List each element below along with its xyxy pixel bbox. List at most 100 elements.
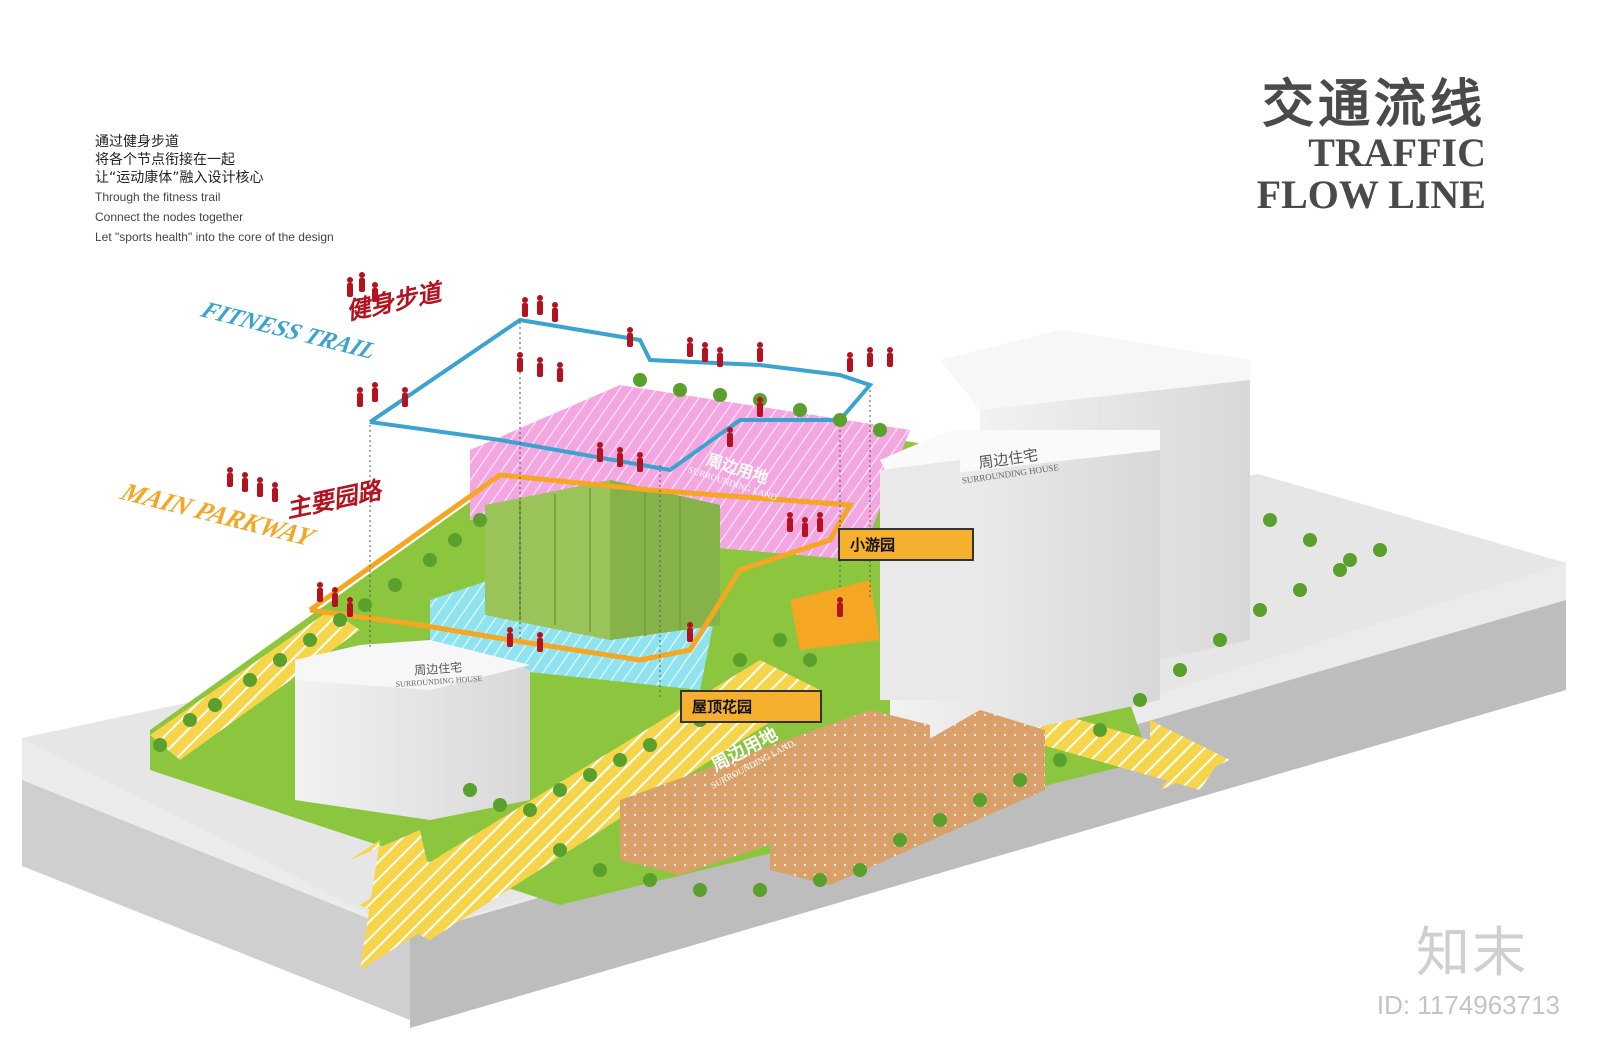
person-icon [517,352,523,372]
page-title-zh: 交通流线 [1262,62,1486,137]
page-title-en-line1: TRAFFIC [1257,132,1486,174]
person-icon [757,342,763,362]
tree-icon [753,883,767,897]
person-icon [867,347,873,367]
tree-icon [183,713,197,727]
tree-icon [553,783,567,797]
tree-icon [833,413,847,427]
person-icon [617,447,623,467]
tree-icon [1303,533,1317,547]
intro-en-2: Connect the nodes together [95,207,334,227]
tree-icon [1173,663,1187,677]
person-icon [557,362,563,382]
person-icon [257,477,263,497]
tree-icon [1253,603,1267,617]
tree-icon [153,738,167,752]
tree-icon [1093,723,1107,737]
person-icon [347,597,353,617]
tree-icon [1053,753,1067,767]
person-icon [717,347,723,367]
person-icon [837,597,843,617]
tree-icon [583,768,597,782]
person-icon [402,387,408,407]
tree-icon [613,753,627,767]
tree-icon [423,553,437,567]
person-icon [687,622,693,642]
person-icon [727,427,733,447]
person-icon [687,337,693,357]
tree-icon [333,613,347,627]
tree-icon [358,598,372,612]
tree-icon [973,793,987,807]
tree-icon [733,653,747,667]
person-icon [317,582,323,602]
tree-icon [303,633,317,647]
person-icon [817,512,823,532]
tree-icon [1343,553,1357,567]
green-tower-shade [610,480,720,640]
person-icon [702,342,708,362]
tree-icon [933,813,947,827]
tree-icon [853,863,867,877]
person-icon [537,632,543,652]
tree-icon [643,738,657,752]
person-icon [507,627,513,647]
person-icon [357,387,363,407]
tree-icon [633,373,647,387]
intro-zh-3: 让“运动康体”融入设计核心 [95,169,334,187]
tree-icon [243,673,257,687]
tree-icon [448,533,462,547]
person-icon [537,357,543,377]
tree-icon [1373,543,1387,557]
tree-icon [473,513,487,527]
tree-icon [873,423,887,437]
tree-icon [773,633,787,647]
person-icon [537,295,543,315]
person-icon [757,397,763,417]
watermark-logo: 知末 [1416,908,1528,987]
person-icon [847,352,853,372]
page-title-en: TRAFFIC FLOW LINE [1257,132,1486,216]
tree-icon [893,833,907,847]
person-icon [227,467,233,487]
tree-icon [673,383,687,397]
tree-icon [693,883,707,897]
page-title-en-line2: FLOW LINE [1257,174,1486,216]
person-icon [627,327,633,347]
tree-icon [643,873,657,887]
watermark-id: ID: 1174963713 [1377,990,1560,1021]
tree-icon [463,783,477,797]
tree-icon [1013,773,1027,787]
tower-right-2-face [880,460,960,700]
tree-icon [388,578,402,592]
person-icon [787,512,793,532]
person-icon [887,347,893,367]
person-icon [272,482,278,502]
tree-icon [553,843,567,857]
tree-icon [813,873,827,887]
intro-en-1: Through the fitness trail [95,187,334,207]
tree-icon [713,388,727,402]
tree-icon [593,863,607,877]
tree-icon [1213,633,1227,647]
tree-icon [793,403,807,417]
tree-icon [1333,563,1347,577]
tree-icon [523,803,537,817]
tree-icon [208,698,222,712]
person-icon [372,382,378,402]
intro-zh-2: 将各个节点衔接在一起 [95,151,334,169]
tree-icon [1293,583,1307,597]
person-icon [802,517,808,537]
tree-icon [803,653,817,667]
tree-icon [493,798,507,812]
person-icon [597,442,603,462]
roof-garden-tag: 屋顶花园 [680,690,822,723]
person-icon [552,302,558,322]
tree-icon [273,653,287,667]
small-garden-tag: 小游园 [838,528,974,561]
person-icon [332,587,338,607]
person-icon [522,297,528,317]
person-icon [242,472,248,492]
intro-en-3: Let "sports health" into the core of the… [95,227,334,247]
